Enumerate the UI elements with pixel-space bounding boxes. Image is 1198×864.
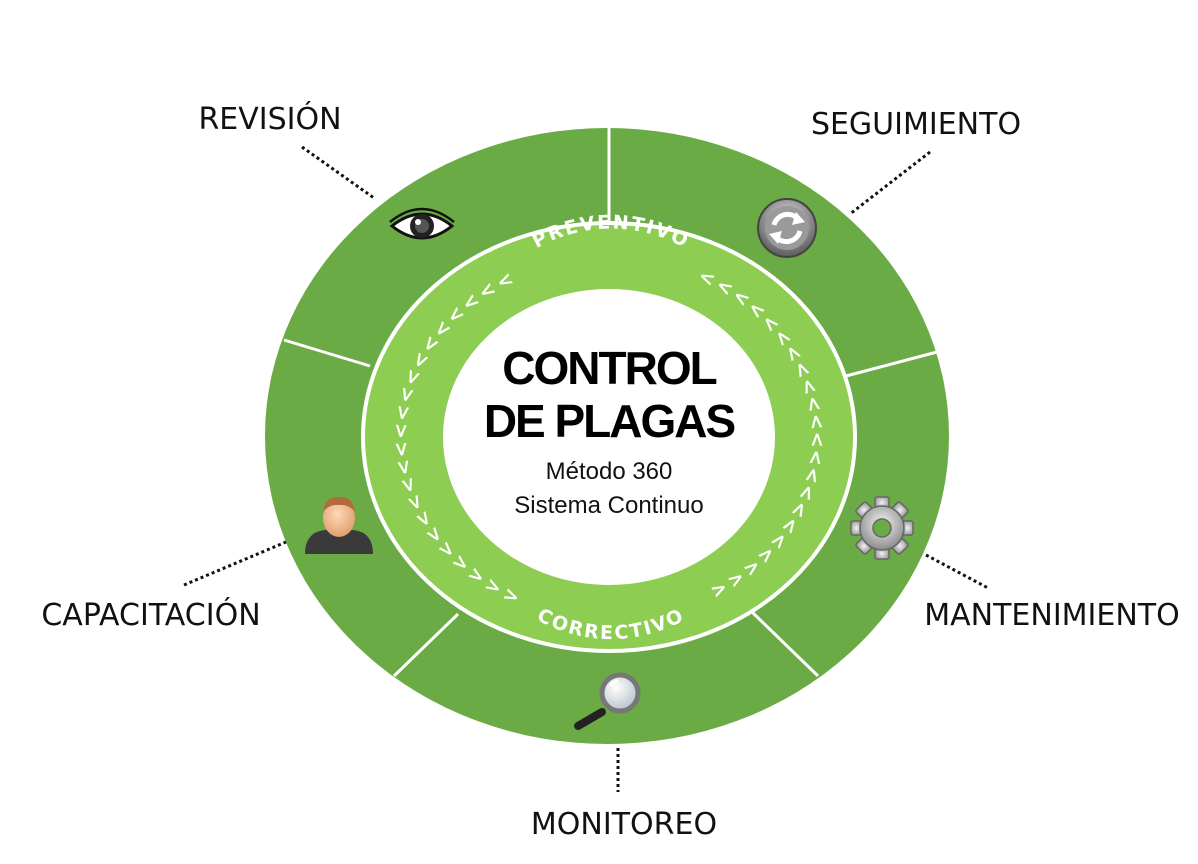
refresh-icon: [757, 198, 817, 258]
cycle-chevron: >: [805, 413, 828, 431]
center-circle: [443, 289, 775, 585]
stage-label-monitoreo: MONITOREO: [531, 807, 717, 842]
leader-lines: [183, 145, 989, 792]
cycle-chevron: >: [390, 423, 413, 440]
gear-icon: [850, 496, 914, 560]
magnifier-icon: [574, 672, 641, 730]
cycle-chevron: >: [396, 474, 422, 496]
stage-label-mantenimiento: MANTENIMIENTO: [924, 598, 1179, 633]
cycle-chevron: >: [806, 432, 828, 448]
stage-label-seguimiento: SEGUIMIENTO: [811, 107, 1021, 142]
cycle-chevron: >: [804, 448, 828, 467]
stage-label-revision: REVISIÓN: [198, 100, 341, 137]
eye-icon: [389, 207, 455, 240]
cycle-chevron: >: [800, 465, 825, 486]
center-subtitle-line2: Sistema Continuo: [514, 492, 703, 519]
cycle-chevron: >: [796, 375, 822, 397]
center-subtitle-line1: Método 360: [546, 458, 673, 485]
center-title-line2: DE PLAGAS: [484, 395, 735, 447]
cycle-chevron: >: [390, 441, 413, 459]
person-icon: [305, 496, 373, 554]
cycle-chevron: >: [801, 394, 826, 414]
left-cycle-arrows: >>>>>>>>>>>>>>>>>>>>>>: [390, 268, 523, 610]
center-title-line1: CONTROL: [502, 342, 716, 394]
stage-label-capacitacion: CAPACITACIÓN: [41, 596, 260, 633]
cycle-chevron: >: [394, 384, 419, 405]
cycle-chevron: >: [392, 457, 417, 477]
cycle-chevron: >: [391, 403, 415, 422]
cycle-chevron: >: [794, 481, 820, 504]
cycle-chevron: >: [400, 366, 426, 389]
